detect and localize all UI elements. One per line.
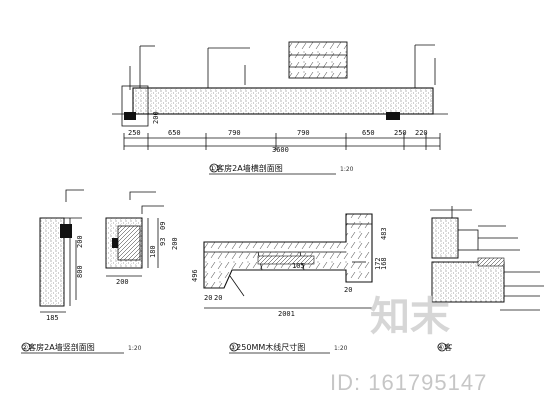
view-1-dim-labels: 250 650 790 790 650 250 220 [128, 129, 428, 137]
dim-label: 790 [228, 129, 241, 137]
view-1-total-dim: 3600 [272, 146, 289, 154]
dim-label: 650 [362, 129, 375, 137]
view-4-side-dim: 483 [380, 227, 388, 240]
view-5-caption: ④客 [437, 342, 452, 352]
view-3-bottom-dim: 200 [116, 278, 129, 286]
view-4-small-dim: 20 [344, 286, 352, 294]
dim-label: 790 [297, 129, 310, 137]
view-4-side-dim: 496 [191, 269, 199, 282]
view-1-scale: 1:20 [340, 166, 354, 173]
view-4-scale: 1:20 [334, 345, 348, 352]
watermark-id: ID: 161795147 [330, 370, 487, 395]
view-2-scale: 1:20 [128, 345, 142, 352]
view-1-wall-slab [132, 87, 434, 115]
view-2-side-dim: 800 [76, 265, 84, 278]
watermark-logo: 知末 [370, 294, 450, 340]
view-2-bottom-dim: 185 [46, 314, 59, 322]
view-1-left-cap [121, 85, 149, 127]
dim-label: 220 [415, 129, 428, 137]
view-4-small-dim: 20 [214, 294, 222, 302]
view-2-side-dim: 200 [76, 235, 84, 248]
view-3-side-dim: 93 [159, 238, 167, 246]
view-1-leaders [129, 44, 436, 90]
view-1-detail-box [288, 41, 348, 79]
view-4-small-dim: 20 [204, 294, 212, 302]
view-4-small-dim: 105 [292, 262, 305, 270]
watermark: 知末 ID: 161795147 [330, 294, 487, 395]
view-5-base [431, 261, 505, 303]
view-3-cap-detail: 200 180 93 09 200 [105, 191, 179, 286]
view-4-side-dim: 168 [380, 257, 388, 270]
view-2-caption: ②客房2A墙竖剖面图 [21, 342, 95, 352]
view-1-horizontal-section: 200 250 650 790 790 650 250 220 3600 ①客房… [112, 41, 448, 175]
dim-label: 650 [168, 129, 181, 137]
view-5-column [431, 217, 459, 259]
dim-label: 250 [128, 129, 141, 137]
view-1-side-dim: 200 [152, 111, 160, 124]
view-5-partial-section: ④客 [430, 206, 544, 352]
view-1-caption: ①客房2A墙横剖面图 [209, 163, 283, 173]
dim-label: 250 [394, 129, 407, 137]
view-3-side-dim: 180 [149, 245, 157, 258]
view-4-side-dim: 172 [374, 257, 382, 270]
view-3-side-dim: 200 [171, 237, 179, 250]
view-4-caption: ③250MM木线尺寸图 [229, 342, 305, 352]
view-4-bottom-dim: 2001 [278, 310, 295, 318]
view-2-vertical-section: 800 200 185 ②客房2A墙竖剖面图 1:20 [21, 189, 142, 354]
view-4-moulding-profile: 105 20 20 20 496 483 168 172 2001 ③250MM… [191, 213, 388, 354]
view-3-side-dim: 09 [159, 222, 167, 230]
view-1-dimension-chain [123, 133, 441, 150]
view-4-profile [203, 213, 373, 289]
